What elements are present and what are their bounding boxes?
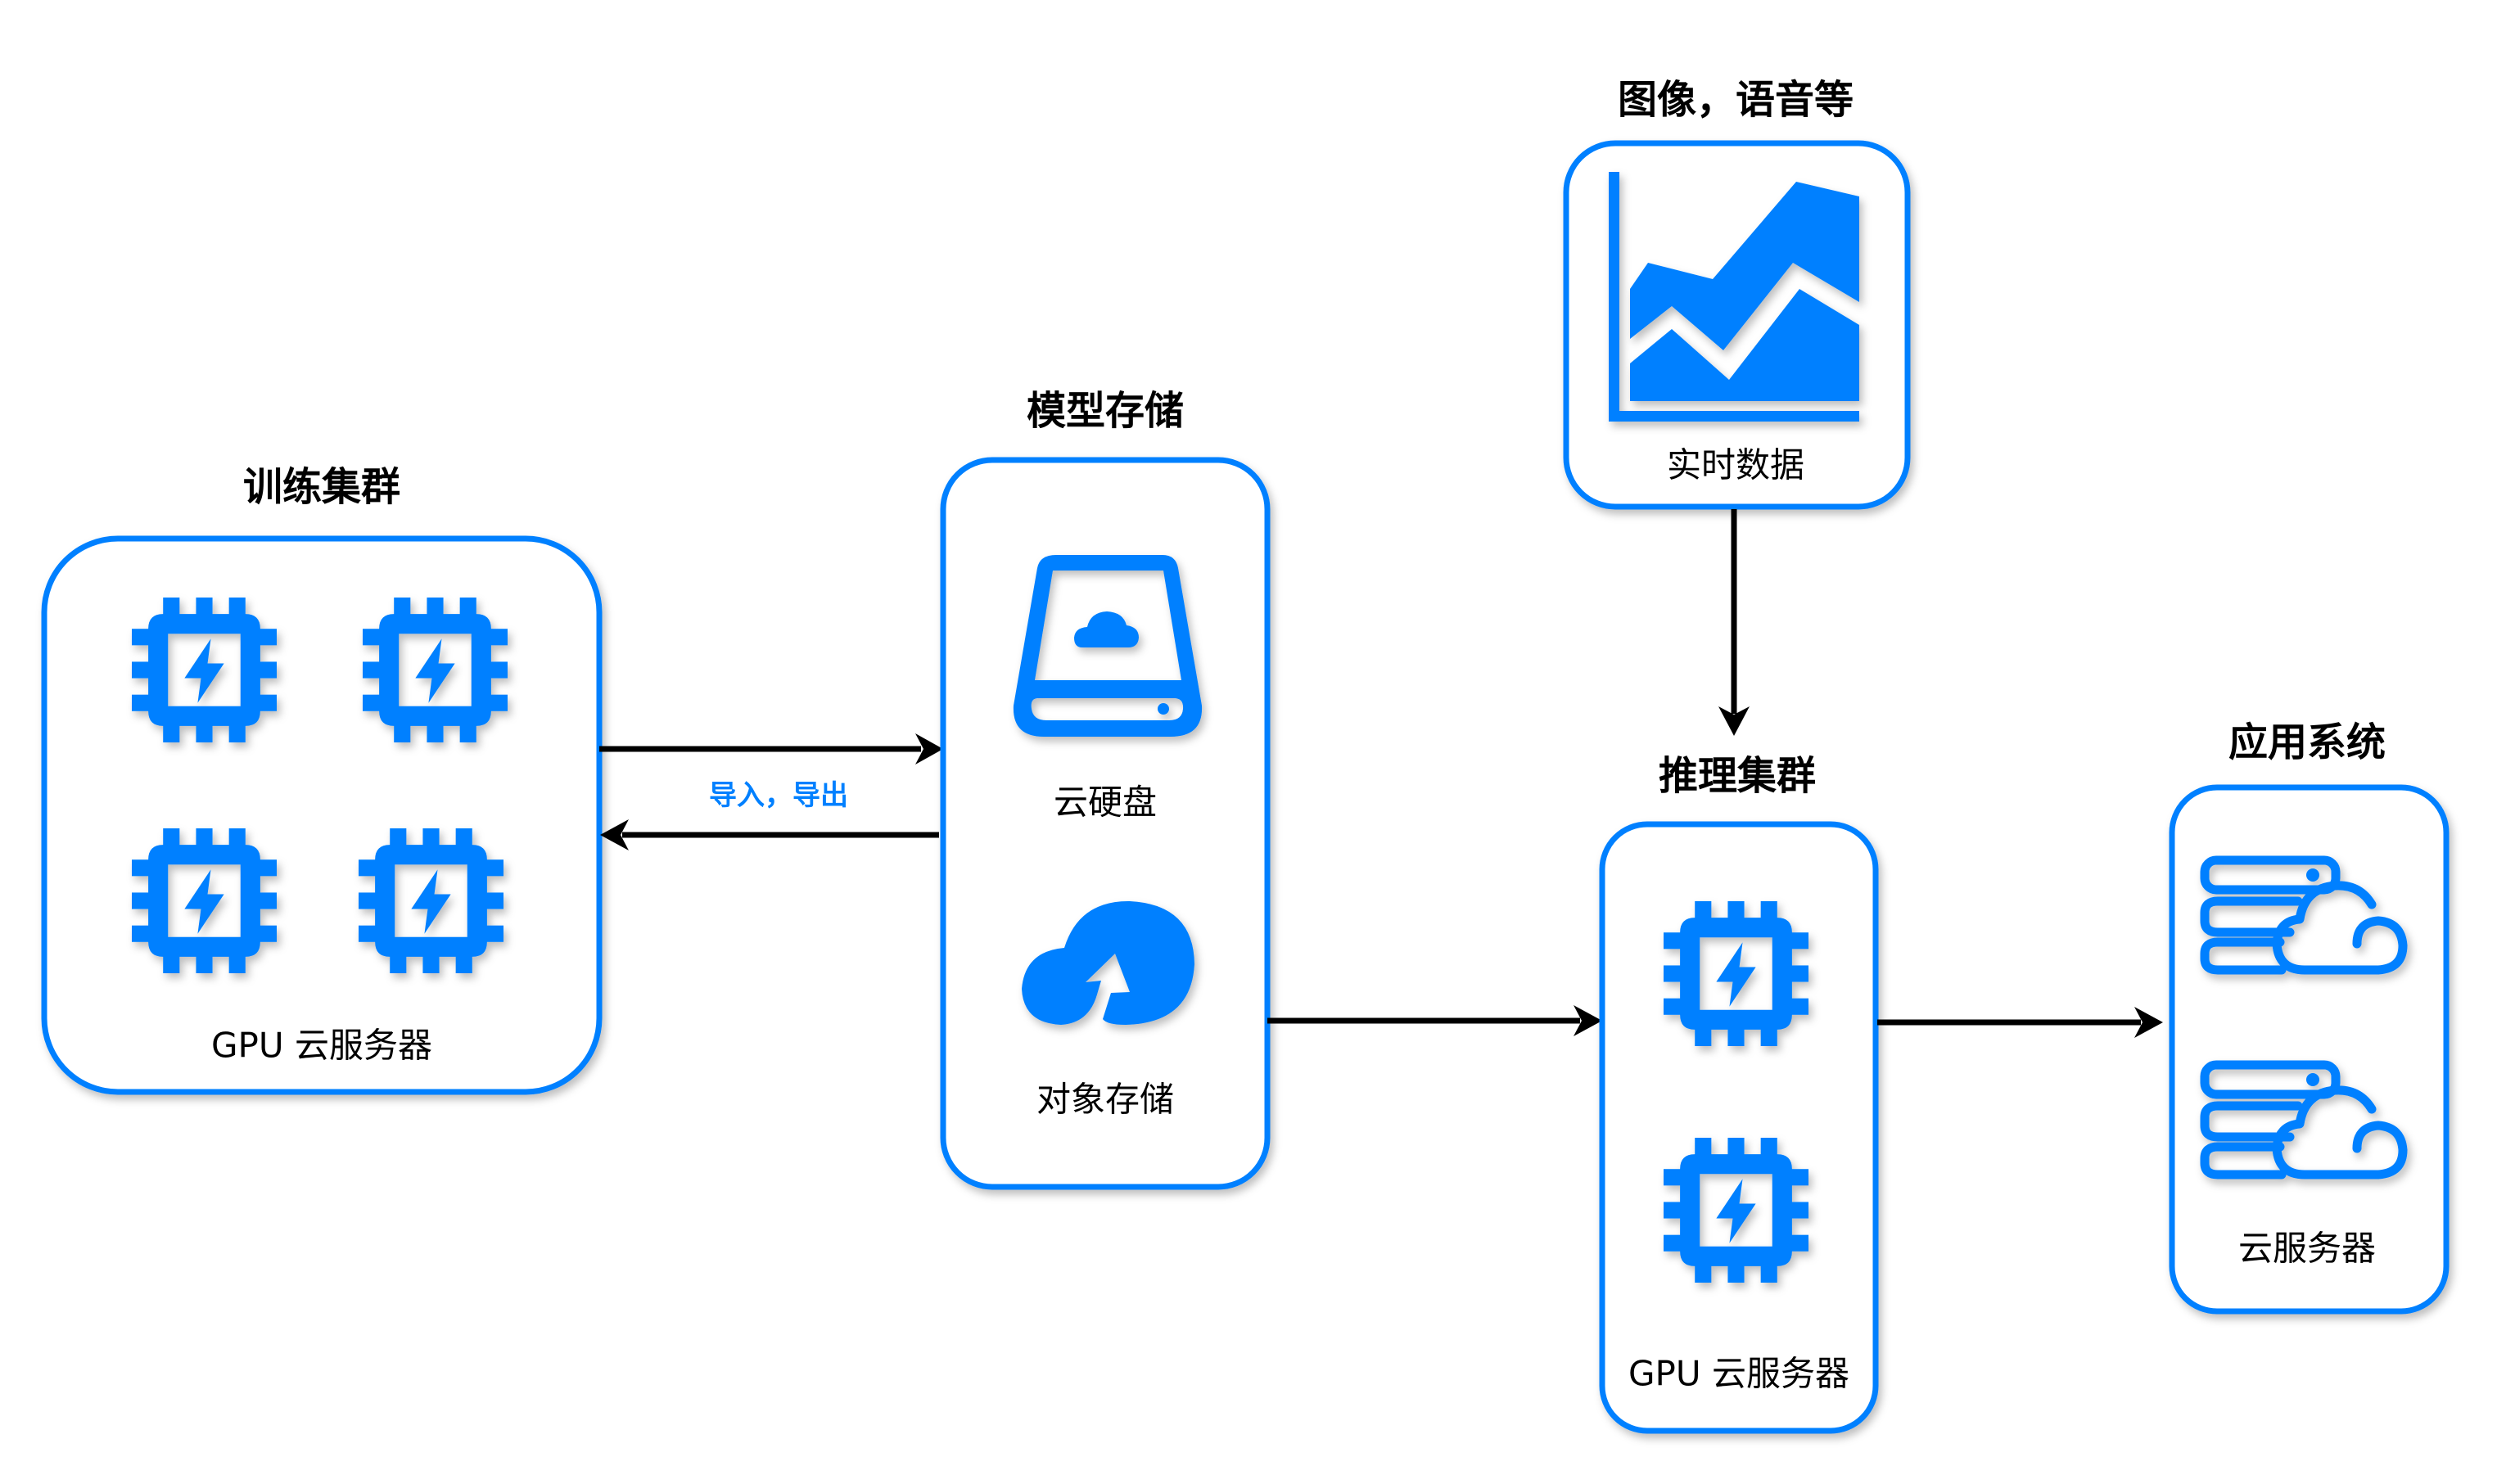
inference-cluster-title: 推理集群 <box>1659 753 1816 799</box>
area-chart-icon <box>1609 172 1859 422</box>
edge-inference-to-application <box>1877 1007 2163 1038</box>
edge-storage-to-training <box>600 819 939 850</box>
training-cluster-box[interactable] <box>41 535 603 1095</box>
application-system-title: 应用系统 <box>2228 719 2386 765</box>
arrowhead-icon <box>1574 1005 1602 1036</box>
gpu-chip-icon <box>132 598 277 742</box>
edge-realtime-to-inference <box>1718 509 1750 736</box>
arrowhead-icon <box>1718 706 1750 736</box>
cloud-disk-label: 云硬盘 <box>1054 783 1157 823</box>
model-storage-title: 模型存储 <box>1027 388 1184 434</box>
realtime-data-title: 图像，语音等 <box>1618 77 1854 123</box>
edge-training-to-storage <box>599 733 943 765</box>
model-storage-node[interactable]: 模型存储 云硬盘 对象存储 <box>940 388 1271 1190</box>
arrowhead-icon <box>600 819 629 850</box>
training-cluster-title: 训练集群 <box>243 464 400 510</box>
gpu-chip-icon <box>359 828 503 973</box>
training-cluster-label: GPU 云服务器 <box>211 1026 432 1066</box>
application-system-node[interactable]: 应用系统 云服务器 <box>2169 719 2450 1315</box>
training-cluster-node[interactable]: 训练集群 GPU 云服务器 <box>41 464 603 1095</box>
realtime-data-node[interactable]: 图像，语音等 实时数据 <box>1563 77 1911 510</box>
gpu-chip-icon <box>363 598 508 742</box>
gpu-chip-icon <box>1664 901 1808 1046</box>
application-system-label: 云服务器 <box>2238 1229 2376 1269</box>
object-storage-label: 对象存储 <box>1036 1080 1174 1120</box>
edge-storage-to-inference <box>1267 1005 1602 1036</box>
gpu-chip-icon <box>132 828 277 973</box>
cloud-upload-icon <box>1022 900 1194 1025</box>
inference-cluster-node[interactable]: 推理集群 GPU 云服务器 <box>1599 753 1879 1434</box>
edge-label-import-export: 导入，导出 <box>709 779 848 812</box>
inference-cluster-label: GPU 云服务器 <box>1628 1354 1849 1394</box>
realtime-data-label: 实时数据 <box>1667 445 1804 485</box>
arrowhead-icon <box>915 733 943 765</box>
gpu-chip-icon <box>1664 1138 1808 1283</box>
cloud-disk-icon <box>1013 555 1203 737</box>
arrowhead-icon <box>2134 1007 2163 1038</box>
